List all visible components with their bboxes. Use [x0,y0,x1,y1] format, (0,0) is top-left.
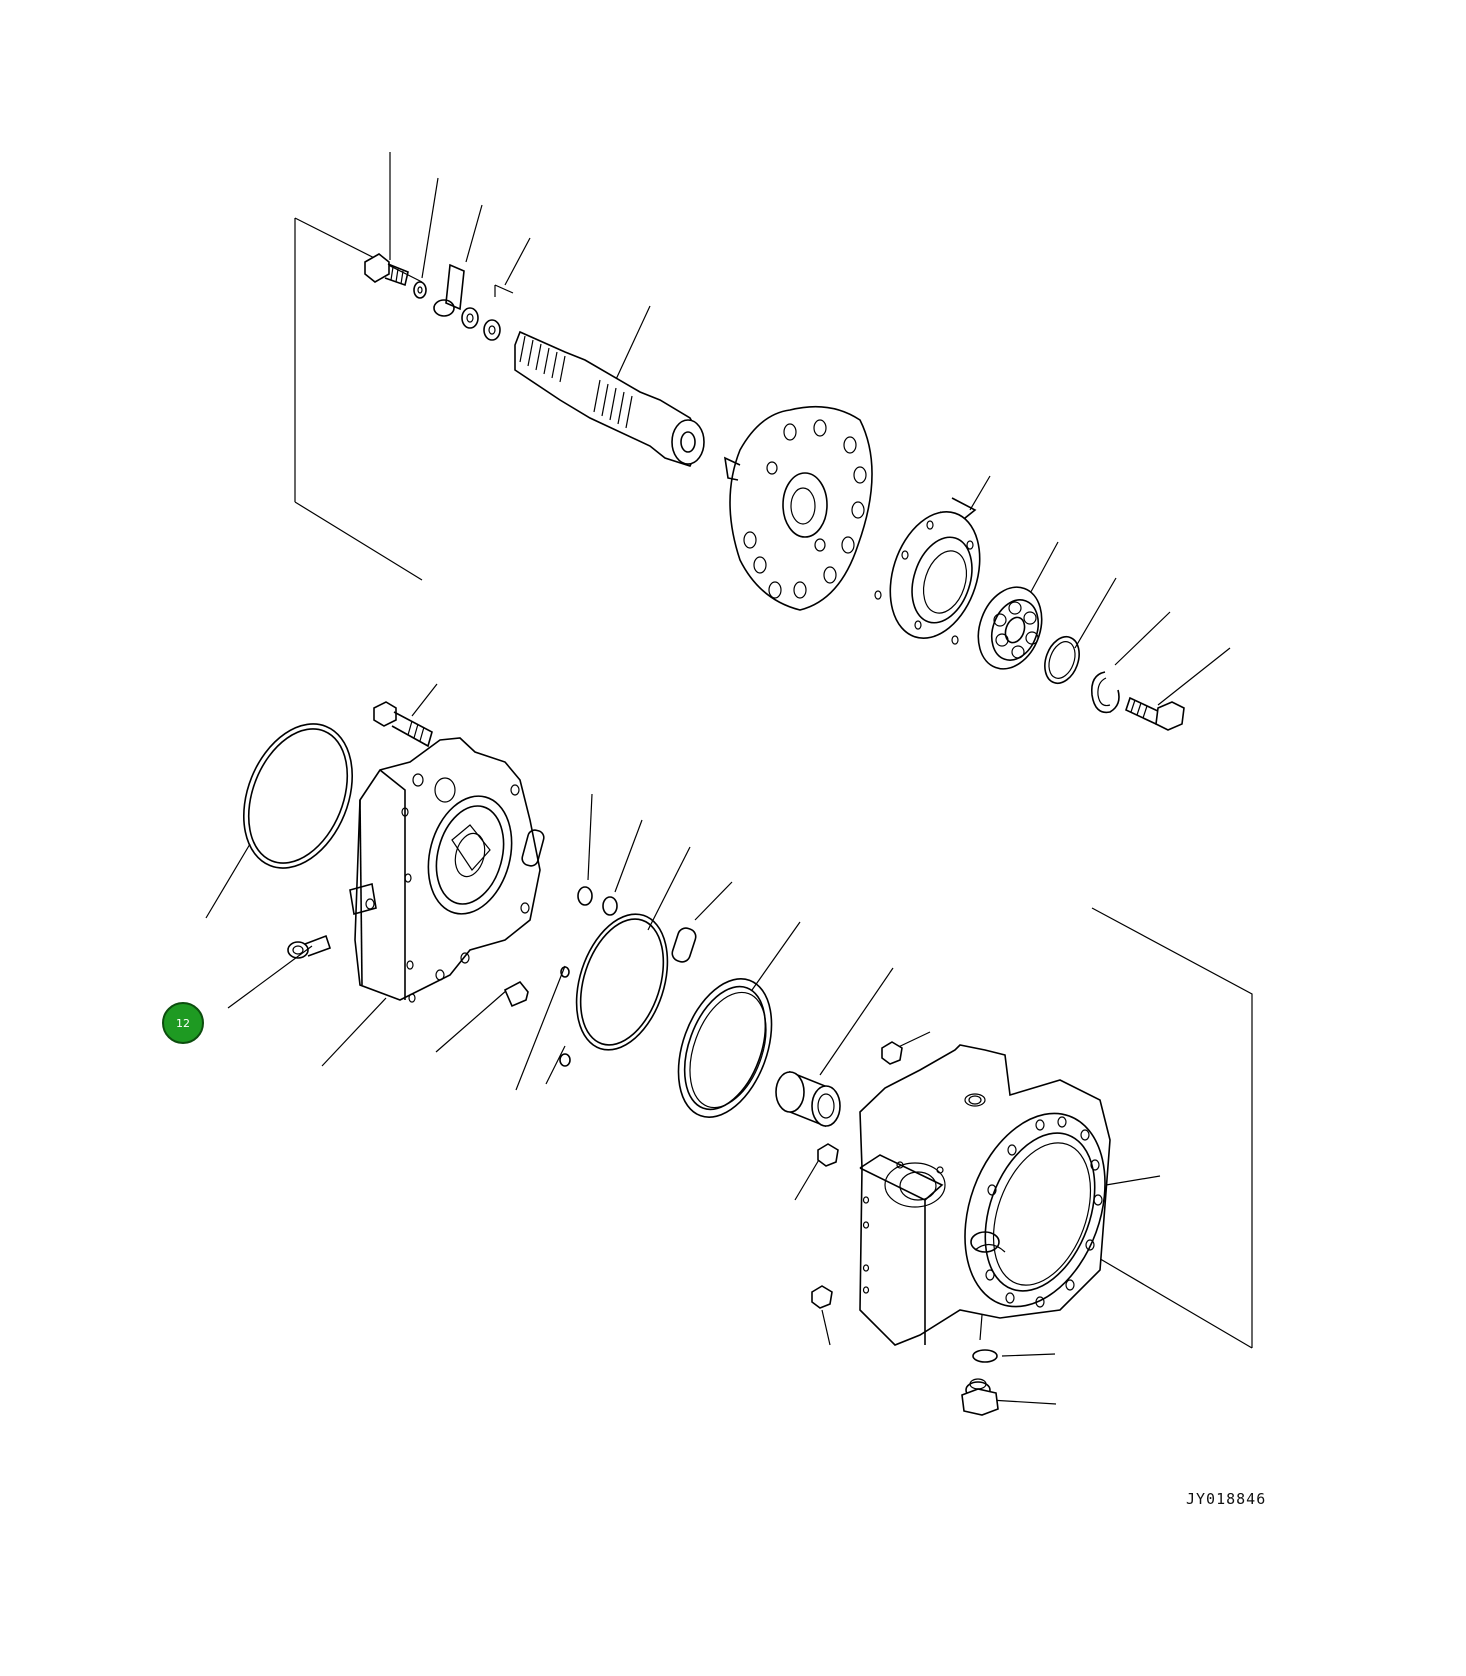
plug-left [817,1143,839,1167]
upper-assembly-group [294,152,1231,731]
snap-ring-1 [1044,635,1080,685]
upper-group-bracket [294,217,423,581]
valve-housing [349,737,545,1003]
pump-housing [859,1044,1111,1346]
upper-end-bolt [1125,696,1185,731]
plug-top [881,1041,903,1065]
oval-seal [671,927,697,963]
small-o-ring-1 [577,886,593,906]
small-o-ring-2 [602,896,618,916]
callout-badge-label: 12 [176,1016,190,1030]
medium-o-ring [575,913,669,1051]
snap-ring-2 [1090,671,1120,714]
upper-washer-1 [413,281,427,299]
upper-bolt [364,253,409,287]
plug-bottom [811,1285,833,1309]
middle-leader-lines [205,683,894,1091]
lock-plate [445,263,465,311]
upper-washer-1-hole [417,286,423,294]
upper-shim-2 [483,319,501,341]
large-o-ring-inner [247,728,349,864]
flange-cover [723,405,873,611]
medium-o-ring-inner [579,918,665,1046]
callout-badge-12[interactable]: 12 [162,1002,204,1044]
ball-bearing [977,586,1043,670]
tiny-o-ring-1 [560,966,570,978]
thick-ring-band [689,991,767,1109]
drawing-code-label: JY018846 [1186,1490,1267,1508]
seal-carrier [874,497,981,645]
drain-plug [961,1378,999,1416]
lower-assembly-group [794,907,1253,1416]
tiny-o-ring-2 [559,1053,571,1067]
drain-washer [972,1349,998,1363]
eye-bolt [287,934,332,959]
snap-ring-1-inner [1048,641,1076,679]
middle-bolt [373,701,433,748]
lock-plate-ring [433,299,455,317]
thick-ring [677,978,773,1118]
upper-shim-1 [461,307,479,329]
upper-shim-2-hole [488,325,496,335]
thick-ring-inner [683,985,767,1111]
bushing [775,1070,841,1128]
upper-shim-bracket [494,284,514,297]
middle-assembly-group [205,683,894,1128]
lower-group-bracket [1084,907,1253,1349]
snap-ring-2-inner [1097,677,1111,707]
drive-shaft [514,330,705,467]
large-o-ring [242,723,354,869]
dowel-pin [503,980,529,1008]
upper-shim-1-hole [466,313,474,323]
